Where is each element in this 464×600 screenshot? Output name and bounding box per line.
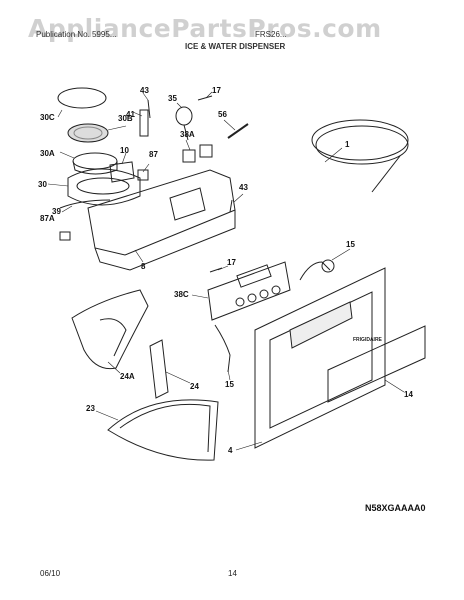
label-14: 14 xyxy=(404,390,413,399)
gasket-ring-30c xyxy=(57,87,107,109)
label-30b: 30B xyxy=(118,114,133,123)
screw-17b xyxy=(209,267,223,273)
switch-38a-right xyxy=(199,144,213,158)
footer-page-number: 14 xyxy=(228,569,237,578)
label-43-a: 43 xyxy=(140,86,149,95)
control-board-38c xyxy=(207,261,291,321)
label-24: 24 xyxy=(190,382,199,391)
overlay-14 xyxy=(327,325,426,403)
publication-number: Publication No. 5995... xyxy=(36,30,117,39)
watermark-text: AppliancePartsPros.com xyxy=(28,14,382,43)
label-15-a: 15 xyxy=(346,240,355,249)
label-87a: 87A xyxy=(40,214,55,223)
label-23: 23 xyxy=(86,404,95,413)
label-30a: 30A xyxy=(40,149,55,158)
screw-43b xyxy=(229,199,233,213)
model-number: FRS26... xyxy=(255,30,287,39)
label-8: 8 xyxy=(141,262,146,271)
front-panel-4 xyxy=(254,267,386,449)
label-17-b: 17 xyxy=(227,258,236,267)
wire-harness-15a xyxy=(299,261,331,281)
label-17-a: 17 xyxy=(212,86,221,95)
panel-brand-text: FRIGIDAIRE xyxy=(353,337,383,343)
solenoid-35 xyxy=(175,106,193,126)
label-4: 4 xyxy=(228,446,233,455)
section-title: ICE & WATER DISPENSER xyxy=(185,42,286,51)
label-30c: 30C xyxy=(40,113,55,122)
part-10 xyxy=(109,161,135,183)
flap-24 xyxy=(149,339,169,399)
label-10: 10 xyxy=(120,146,129,155)
label-38c: 38C xyxy=(174,290,189,299)
label-35: 35 xyxy=(168,94,177,103)
duct-8 xyxy=(87,169,236,256)
label-38a: 38A xyxy=(180,130,195,139)
label-15-b: 15 xyxy=(225,380,234,389)
water-tube-1 xyxy=(311,119,409,161)
part-41 xyxy=(139,109,149,137)
label-41: 41 xyxy=(126,110,135,119)
label-56: 56 xyxy=(218,110,227,119)
label-43-b: 43 xyxy=(239,183,248,192)
label-30: 30 xyxy=(38,180,47,189)
wire-harness-15b xyxy=(214,324,231,373)
screw-17a xyxy=(197,95,213,101)
label-1: 1 xyxy=(345,140,350,149)
drip-tray-23 xyxy=(107,399,219,461)
footer-date: 06/10 xyxy=(40,569,61,578)
label-39: 39 xyxy=(52,207,61,216)
label-87: 87 xyxy=(149,150,158,159)
label-24a: 24A xyxy=(120,372,135,381)
clip-87 xyxy=(137,169,149,181)
clip-87a xyxy=(59,231,71,241)
rod-56 xyxy=(227,123,249,139)
screw-43a xyxy=(147,99,151,119)
chute-24a xyxy=(71,289,149,370)
switch-38a-left xyxy=(182,149,196,163)
wire-39 xyxy=(59,199,111,209)
diagram-code: N58XGAAAA0 xyxy=(365,503,426,513)
